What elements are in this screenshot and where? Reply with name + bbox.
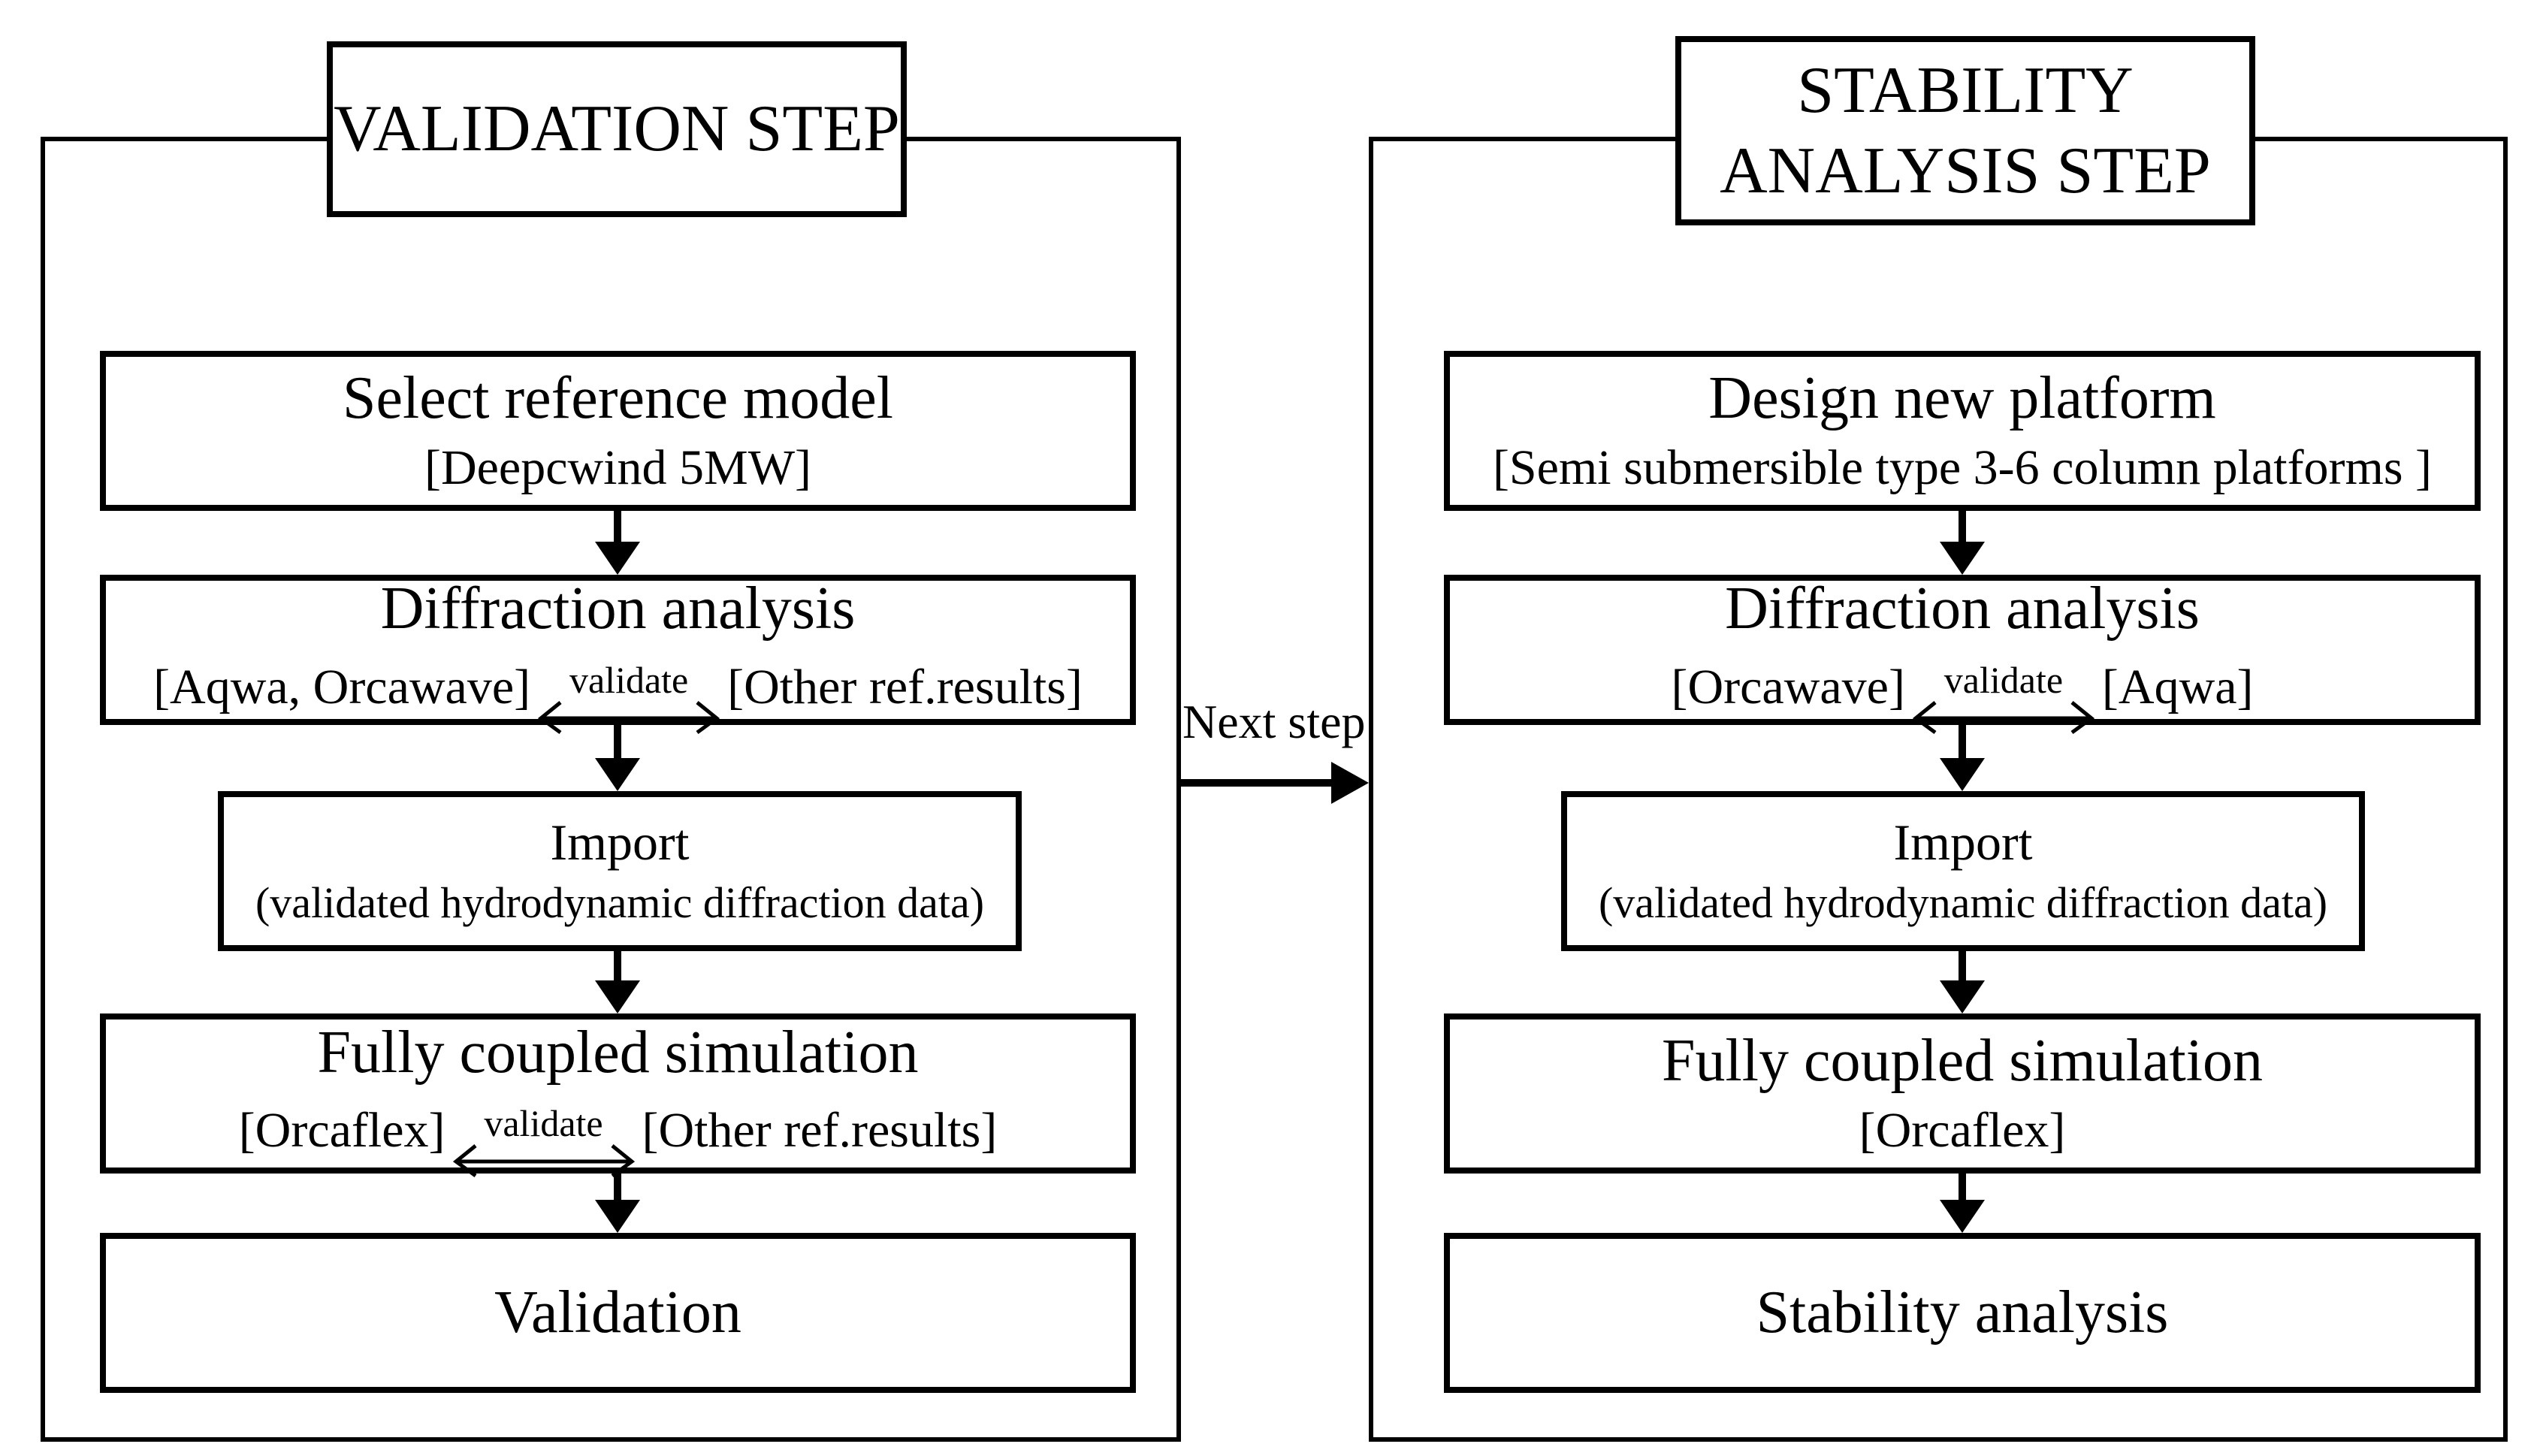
box-subtitle: (validated hydrodynamic diffraction data… [255, 878, 985, 928]
arrow-stem [1959, 511, 1966, 542]
box-subtitle-row: [Orcawave] validate [Aqwa] [1671, 651, 2254, 734]
arrow-head [1331, 762, 1369, 804]
box-subtitle: [Deepcwind 5MW] [424, 440, 811, 496]
double-arrow-icon [538, 700, 720, 734]
box-title: Fully coupled simulation [1662, 1027, 2263, 1094]
arrow-head [1940, 542, 1985, 575]
validate-arrow: validate [535, 661, 723, 735]
validate-label: validate [569, 658, 689, 701]
down-arrow-icon [1938, 725, 1986, 791]
arrow-head [595, 980, 640, 1013]
box-title: Import [550, 814, 690, 871]
arrow-stem [1959, 951, 1966, 980]
arrow-stem [614, 725, 621, 758]
box-title: Fully coupled simulation [317, 1019, 919, 1086]
down-arrow-icon [1938, 511, 1986, 575]
arrow-stem [1959, 725, 1966, 758]
flow-box-fully-coupled-simulation-validation: Fully coupled simulation [Orcaflex] vali… [100, 1013, 1136, 1178]
box-title: Design new platform [1708, 364, 2216, 431]
box-title: Diffraction analysis [380, 575, 856, 642]
arrow-stem [614, 1174, 621, 1200]
arrow-stem [614, 951, 621, 980]
box-subtitle: [Semi submersible type 3-6 column platfo… [1492, 440, 2433, 496]
validate-label: validate [484, 1102, 603, 1145]
stability-step-title: STABILITY ANALYSIS STEP [1675, 36, 2255, 225]
box-title: Select reference model [343, 364, 893, 431]
validate-label: validate [1943, 658, 2064, 701]
next-step-label: Next step [1182, 695, 1366, 748]
box-subtitle-row: [Aqwa, Orcawave] validate [Other ref.res… [153, 651, 1083, 734]
flow-box-design-new-platform: Design new platform [Semi submersible ty… [1444, 351, 2481, 511]
arrow-head [1940, 980, 1985, 1013]
arrow-stem [1181, 779, 1335, 787]
flow-box-diffraction-analysis-stability: Diffraction analysis [Orcawave] validate… [1444, 575, 2481, 734]
down-arrow-icon [1938, 951, 1986, 1013]
arrow-head [1940, 1200, 1985, 1233]
flow-box-fully-coupled-simulation-stability: Fully coupled simulation [Orcaflex] [1444, 1013, 2481, 1174]
validate-arrow: validate [450, 1104, 638, 1178]
flow-box-select-reference-model: Select reference model [Deepcwind 5MW] [100, 351, 1136, 511]
box-title: Stability analysis [1756, 1279, 2169, 1346]
arrow-head [595, 542, 640, 575]
validate-left-label: [Aqwa, Orcawave] [153, 659, 531, 714]
flow-box-stability-analysis: Stability analysis [1444, 1233, 2481, 1393]
next-step-arrow-icon [1181, 762, 1369, 804]
arrow-stem [614, 511, 621, 542]
down-arrow-icon [593, 725, 642, 791]
box-title: Import [1893, 814, 2033, 871]
validation-step-title: VALIDATION STEP [327, 41, 907, 217]
down-arrow-icon [593, 1174, 642, 1233]
validate-left-label: [Orcaflex] [238, 1103, 445, 1158]
box-subtitle: [Orcaflex] [1859, 1103, 2066, 1158]
validate-right-label: [Other ref.results] [727, 659, 1083, 714]
box-subtitle-row: [Orcaflex] validate [Other ref.results] [238, 1094, 998, 1178]
validation-step-title-text: VALIDATION STEP [334, 92, 900, 166]
box-subtitle: (validated hydrodynamic diffraction data… [1598, 878, 2328, 928]
double-arrow-icon [1912, 700, 2095, 734]
flow-box-import-validation: Import (validated hydrodynamic diffracti… [218, 791, 1022, 951]
box-title: Validation [494, 1279, 741, 1346]
flow-box-diffraction-analysis-validation: Diffraction analysis [Aqwa, Orcawave] va… [100, 575, 1136, 734]
validate-right-label: [Other ref.results] [642, 1103, 998, 1158]
box-title: Diffraction analysis [1725, 575, 2200, 642]
validate-right-label: [Aqwa] [2101, 659, 2254, 714]
down-arrow-icon [593, 951, 642, 1013]
flow-box-validation: Validation [100, 1233, 1136, 1393]
validate-left-label: [Orcawave] [1671, 659, 1905, 714]
down-arrow-icon [593, 511, 642, 575]
arrow-head [595, 1200, 640, 1233]
double-arrow-icon [452, 1144, 635, 1178]
flow-box-import-stability: Import (validated hydrodynamic diffracti… [1561, 791, 2365, 951]
down-arrow-icon [1938, 1174, 1986, 1233]
stability-step-title-line2: ANALYSIS STEP [1720, 134, 2211, 207]
stability-step-title-line1: STABILITY [1797, 53, 2134, 127]
arrow-head [595, 758, 640, 791]
arrow-stem [1959, 1174, 1966, 1200]
validate-arrow: validate [1910, 661, 2098, 735]
arrow-head [1940, 758, 1985, 791]
